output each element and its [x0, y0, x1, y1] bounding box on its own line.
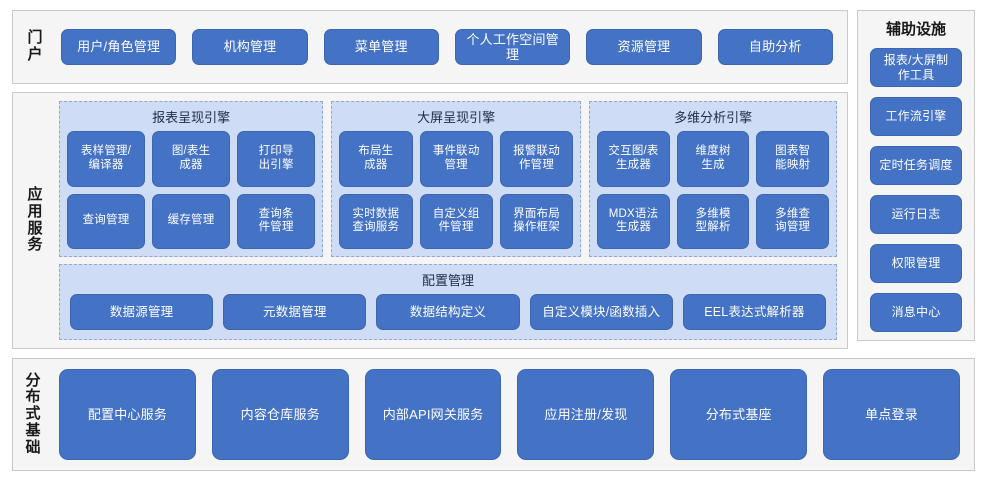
olap-button-multidimensional-model-parsing[interactable]: 多维模 型解析: [676, 193, 750, 249]
config-button-eel-expression-parser[interactable]: EEL表达式解析器: [682, 294, 827, 330]
middle-row: 应 用 服 务 报表呈现引擎 表样管理/ 编译器 图/表生 成器 打印导 出引擎…: [12, 92, 975, 349]
screen-button-event-linkage-management[interactable]: 事件联动 管理: [419, 131, 493, 187]
olap-button-dimension-tree-generation[interactable]: 维度树 生成: [676, 131, 750, 187]
panel-multidimensional-analysis-engine: 多维分析引擎 交互图/表 生成器 维度树 生成 图表智 能映射 MDX语法 生成…: [589, 101, 837, 257]
auxiliary-facilities-section: 辅助设施 报表/大屏制 作工具 工作流引擎 定时任务调度 运行日志 权限管理 消…: [857, 10, 975, 341]
dist-button-single-sign-on[interactable]: 单点登录: [823, 369, 960, 460]
auxiliary-facilities-list: 报表/大屏制 作工具 工作流引擎 定时任务调度 运行日志 权限管理 消息中心: [870, 48, 962, 332]
application-service-section: 应 用 服 务 报表呈现引擎 表样管理/ 编译器 图/表生 成器 打印导 出引擎…: [12, 92, 848, 349]
report-button-query-condition-management[interactable]: 查询条 件管理: [237, 193, 316, 249]
report-button-template-management-compiler[interactable]: 表样管理/ 编译器: [67, 131, 146, 187]
olap-button-multidimensional-query-management[interactable]: 多维查 询管理: [756, 193, 829, 249]
screen-button-ui-layout-operation-framework[interactable]: 界面布局 操作框架: [499, 193, 574, 249]
top-row: 门 户 用户/角色管理 机构管理 菜单管理 个人工作空间管理 资源管理 自助分析…: [12, 10, 975, 341]
config-button-metadata-management[interactable]: 元数据管理: [223, 294, 367, 330]
aux-button-workflow-engine[interactable]: 工作流引擎: [870, 97, 962, 136]
portal-button-self-service-analysis[interactable]: 自助分析: [717, 29, 833, 65]
olap-button-mdx-syntax-generator[interactable]: MDX语法 生成器: [597, 193, 670, 249]
panel-olap-grid: 交互图/表 生成器 维度树 生成 图表智 能映射 MDX语法 生成器 多维模 型…: [597, 131, 829, 249]
config-button-custom-module-function-insert[interactable]: 自定义模块/函数插入: [529, 294, 673, 330]
dist-button-internal-api-gateway-service[interactable]: 内部API网关服务: [364, 369, 502, 460]
report-button-query-management[interactable]: 查询管理: [67, 193, 146, 249]
portal-section-label: 门 户: [27, 29, 43, 63]
distributed-infrastructure-label: 分 布 式 基 础: [25, 371, 41, 456]
panel-large-screen-grid: 布局生 成器 事件联动 管理 报警联动 作管理 实时数据 查询服务 自定义组 件…: [339, 131, 574, 249]
engines-row: 报表呈现引擎 表样管理/ 编译器 图/表生 成器 打印导 出引擎 查询管理 缓存…: [59, 101, 837, 257]
panel-olap-title: 多维分析引擎: [674, 110, 753, 125]
panel-report-grid: 表样管理/ 编译器 图/表生 成器 打印导 出引擎 查询管理 缓存管理 查询条 …: [67, 131, 316, 249]
panel-large-screen-title: 大屏呈现引擎: [417, 110, 496, 125]
portal-button-group: 用户/角色管理 机构管理 菜单管理 个人工作空间管理 资源管理 自助分析: [57, 11, 847, 83]
portal-section: 门 户 用户/角色管理 机构管理 菜单管理 个人工作空间管理 资源管理 自助分析: [12, 10, 848, 84]
olap-button-interactive-chart-table-generator[interactable]: 交互图/表 生成器: [597, 131, 670, 187]
configuration-button-group: 数据源管理 元数据管理 数据结构定义 自定义模块/函数插入 EEL表达式解析器: [70, 294, 827, 330]
portal-button-organization-management[interactable]: 机构管理: [192, 29, 308, 65]
report-button-chart-table-generator[interactable]: 图/表生 成器: [152, 131, 231, 187]
application-service-body: 报表呈现引擎 表样管理/ 编译器 图/表生 成器 打印导 出引擎 查询管理 缓存…: [57, 93, 847, 348]
olap-button-chart-intelligent-mapping[interactable]: 图表智 能映射: [756, 131, 829, 187]
panel-report-title: 报表呈现引擎: [152, 110, 231, 125]
distributed-infrastructure-section: 分 布 式 基 础 配置中心服务 内容仓库服务 内部API网关服务 应用注册/发…: [12, 358, 975, 471]
report-button-print-export-engine[interactable]: 打印导 出引擎: [237, 131, 316, 187]
panel-configuration-management: 配置管理 数据源管理 元数据管理 数据结构定义 自定义模块/函数插入 EEL表达…: [59, 264, 837, 340]
panel-large-screen-engine: 大屏呈现引擎 布局生 成器 事件联动 管理 报警联动 作管理 实时数据 查询服务…: [331, 101, 582, 257]
application-service-section-label: 应 用 服 务: [27, 185, 43, 254]
screen-button-custom-component-management[interactable]: 自定义组 件管理: [419, 193, 493, 249]
screen-button-layout-generator[interactable]: 布局生 成器: [339, 131, 413, 187]
dist-button-application-registry-discovery[interactable]: 应用注册/发现: [517, 369, 655, 460]
dist-button-content-repository-service[interactable]: 内容仓库服务: [211, 369, 349, 460]
dist-button-distributed-foundation[interactable]: 分布式基座: [670, 369, 808, 460]
aux-button-permission-management[interactable]: 权限管理: [870, 244, 962, 283]
portal-button-resource-management[interactable]: 资源管理: [586, 29, 702, 65]
aux-button-message-center[interactable]: 消息中心: [870, 293, 962, 332]
config-button-datasource-management[interactable]: 数据源管理: [70, 294, 214, 330]
panel-report-presentation-engine: 报表呈现引擎 表样管理/ 编译器 图/表生 成器 打印导 出引擎 查询管理 缓存…: [59, 101, 324, 257]
portal-button-personal-workspace-management[interactable]: 个人工作空间管理: [454, 29, 571, 65]
aux-button-runtime-log[interactable]: 运行日志: [870, 195, 962, 234]
screen-button-alarm-linkage-action-management[interactable]: 报警联动 作管理: [499, 131, 574, 187]
dist-button-configuration-center-service[interactable]: 配置中心服务: [59, 369, 196, 460]
bottom-row: 分 布 式 基 础 配置中心服务 内容仓库服务 内部API网关服务 应用注册/发…: [12, 358, 975, 471]
portal-button-user-role-management[interactable]: 用户/角色管理: [61, 29, 177, 65]
config-button-data-structure-definition[interactable]: 数据结构定义: [376, 294, 520, 330]
panel-configuration-title: 配置管理: [421, 273, 474, 288]
aux-button-scheduled-task-scheduling[interactable]: 定时任务调度: [870, 146, 962, 185]
portal-button-menu-management[interactable]: 菜单管理: [323, 29, 439, 65]
report-button-cache-management[interactable]: 缓存管理: [152, 193, 231, 249]
aux-button-report-screen-design-tool[interactable]: 报表/大屏制 作工具: [870, 48, 962, 87]
distributed-button-group: 配置中心服务 内容仓库服务 内部API网关服务 应用注册/发现 分布式基座 单点…: [53, 359, 974, 470]
auxiliary-facilities-title: 辅助设施: [885, 21, 946, 38]
screen-button-realtime-data-query-service[interactable]: 实时数据 查询服务: [339, 193, 413, 249]
